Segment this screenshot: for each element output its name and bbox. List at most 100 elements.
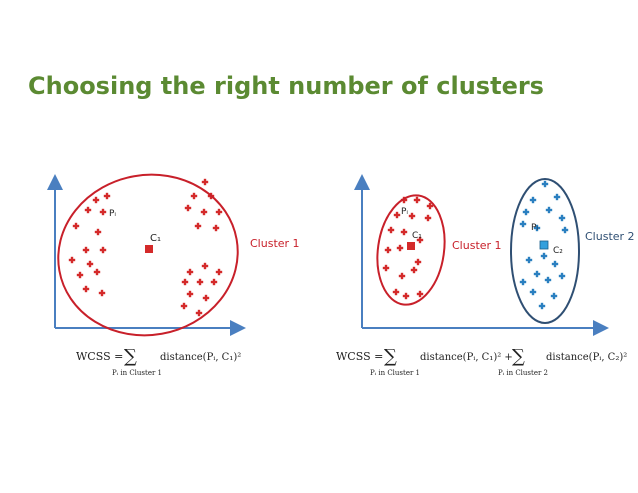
right-blue-data-point	[529, 196, 537, 204]
left-sum-symbol: ∑	[124, 346, 137, 367]
right-cluster1-label: Cluster 1	[452, 239, 502, 252]
right-wcss-lhs: WCSS =	[336, 350, 383, 363]
left-data-point	[194, 222, 202, 230]
left-centroid-label: C₁	[150, 233, 161, 244]
right-cluster2-label: Cluster 2	[585, 230, 635, 243]
right-centroid-label-2: C₂	[553, 246, 563, 256]
right-blue-data-point	[538, 302, 546, 310]
right-blue-data-point	[519, 220, 527, 228]
left-data-point	[94, 228, 102, 236]
left-centroid-c1	[145, 245, 153, 253]
left-data-point	[181, 278, 189, 286]
left-point-label: Pᵢ	[109, 209, 116, 219]
right-sum-symbol-1: ∑	[384, 346, 397, 367]
right-centroid-c1	[407, 242, 415, 250]
right-panel: C₁ C₂ Pᵢ Pᵢ Cluster 1 Cluster 2 WCSS = ∑…	[336, 174, 635, 377]
right-red-data-point	[400, 196, 408, 204]
slide-title: Choosing the right number of clusters	[28, 72, 544, 100]
left-data-point	[210, 278, 218, 286]
right-sum-subscript-1: Pᵢ in Cluster 1	[370, 369, 420, 377]
left-data-point	[84, 206, 92, 214]
right-blue-data-point	[529, 288, 537, 296]
right-blue-data-point	[558, 272, 566, 280]
right-blue-data-point	[525, 256, 533, 264]
left-data-point	[72, 222, 80, 230]
right-blue-points	[519, 180, 569, 310]
right-blue-data-point	[533, 224, 541, 232]
right-cluster1-ellipse	[376, 194, 446, 306]
right-blue-data-point	[541, 180, 549, 188]
right-red-data-point	[393, 211, 401, 219]
left-cluster-ellipse	[57, 173, 239, 337]
left-data-point	[200, 208, 208, 216]
right-red-data-point	[398, 272, 406, 280]
right-red-data-point	[408, 212, 416, 220]
left-data-point	[184, 204, 192, 212]
right-blue-data-point	[551, 260, 559, 268]
right-red-data-point	[387, 226, 395, 234]
right-red-data-point	[400, 228, 408, 236]
right-blue-data-point	[545, 206, 553, 214]
left-data-point	[86, 260, 94, 268]
right-cluster2-ellipse	[510, 178, 580, 324]
right-blue-data-point	[533, 270, 541, 278]
left-data-point	[215, 208, 223, 216]
right-red-data-point	[410, 266, 418, 274]
left-data-point	[103, 192, 111, 200]
left-data-point	[68, 256, 76, 264]
right-blue-data-point	[561, 226, 569, 234]
right-blue-data-point	[550, 292, 558, 300]
left-data-point	[99, 208, 107, 216]
right-centroid-c2	[539, 240, 549, 250]
left-distance-term: distance(Pᵢ, C₁)²	[160, 352, 241, 363]
right-blue-data-point	[558, 214, 566, 222]
left-data-point	[76, 271, 84, 279]
left-data-point	[202, 294, 210, 302]
right-red-points	[382, 196, 434, 300]
right-blue-data-point	[553, 193, 561, 201]
left-data-point	[190, 192, 198, 200]
left-data-point	[92, 196, 100, 204]
right-blue-data-point	[519, 278, 527, 286]
left-data-point	[201, 262, 209, 270]
right-red-data-point	[382, 264, 390, 272]
right-red-data-point	[396, 244, 404, 252]
right-red-data-point	[424, 214, 432, 222]
left-data-point	[93, 268, 101, 276]
left-data-point	[82, 285, 90, 293]
left-wcss-lhs: WCSS =	[76, 350, 123, 363]
right-red-data-point	[413, 196, 421, 204]
right-red-data-point	[392, 288, 400, 296]
left-cluster-label: Cluster 1	[250, 237, 300, 250]
left-data-point	[212, 224, 220, 232]
right-red-data-point	[384, 246, 392, 254]
right-centroid-label-1: C₁	[412, 231, 422, 241]
right-red-data-point	[414, 258, 422, 266]
right-red-data-point	[402, 292, 410, 300]
left-data-point	[195, 309, 203, 317]
right-sum-symbol-2: ∑	[512, 346, 525, 367]
left-data-point	[82, 246, 90, 254]
right-point-label-1: Pᵢ	[401, 207, 408, 217]
right-blue-data-point	[522, 208, 530, 216]
right-red-data-point	[416, 236, 424, 244]
right-blue-data-point	[540, 252, 548, 260]
left-sum-subscript: Pᵢ in Cluster 1	[112, 369, 162, 377]
left-points	[68, 178, 223, 317]
left-data-point	[186, 290, 194, 298]
right-distance-term-1: distance(Pᵢ, C₁)² +	[420, 352, 513, 363]
left-panel: C₁ Pᵢ Cluster 1 WCSS = ∑ distance(Pᵢ, C₁…	[47, 173, 300, 377]
left-data-point	[180, 302, 188, 310]
left-data-point	[201, 178, 209, 186]
left-data-point	[186, 268, 194, 276]
left-data-point	[99, 246, 107, 254]
right-red-data-point	[416, 290, 424, 298]
left-data-point	[215, 268, 223, 276]
right-blue-data-point	[544, 276, 552, 284]
right-sum-subscript-2: Pᵢ in Cluster 2	[498, 369, 548, 377]
right-distance-term-2: distance(Pᵢ, C₂)²	[546, 352, 627, 363]
left-data-point	[196, 278, 204, 286]
left-data-point	[98, 289, 106, 297]
right-red-data-point	[426, 202, 434, 210]
